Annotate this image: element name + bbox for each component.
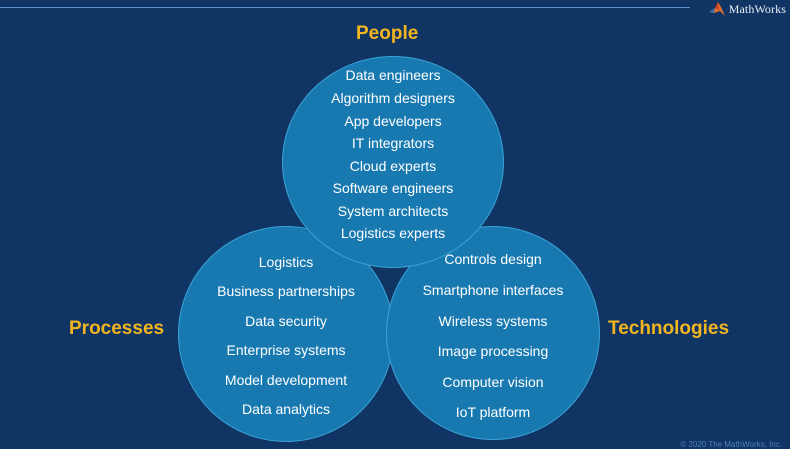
people-item: Data engineers: [345, 67, 441, 83]
technologies-item: Controls design: [444, 251, 542, 267]
processes-item: Enterprise systems: [226, 342, 346, 358]
processes-item: Data security: [245, 313, 327, 329]
technologies-item: Wireless systems: [438, 313, 548, 329]
people-heading: People: [356, 23, 419, 44]
people-item: Software engineers: [332, 180, 454, 196]
membrane-logo-icon: [708, 2, 725, 16]
technologies-item: Smartphone interfaces: [422, 282, 564, 298]
people-item: Logistics experts: [340, 225, 446, 241]
technologies-heading: Technologies: [608, 318, 730, 339]
technologies-item: Image processing: [437, 343, 549, 359]
people-circle: [282, 56, 504, 268]
processes-item: Business partnerships: [217, 283, 355, 299]
technologies-item: Computer vision: [442, 374, 544, 390]
copyright-footer: © 2020 The MathWorks, Inc.: [680, 440, 782, 449]
brand-name: MathWorks: [728, 1, 786, 16]
people-item: System architects: [337, 203, 449, 219]
people-item: IT integrators: [351, 135, 435, 151]
brand-logo: MathWorks: [708, 1, 786, 17]
people-item: App developers: [344, 113, 442, 129]
processes-item: Model development: [224, 372, 348, 388]
people-item: Cloud experts: [349, 158, 437, 174]
people-item: Algorithm designers: [331, 90, 455, 106]
processes-item: Data analytics: [242, 401, 330, 417]
processes-heading: Processes: [69, 318, 165, 339]
technologies-item: IoT platform: [455, 404, 531, 420]
processes-item: Logistics: [258, 254, 314, 270]
header-divider: [0, 7, 690, 8]
